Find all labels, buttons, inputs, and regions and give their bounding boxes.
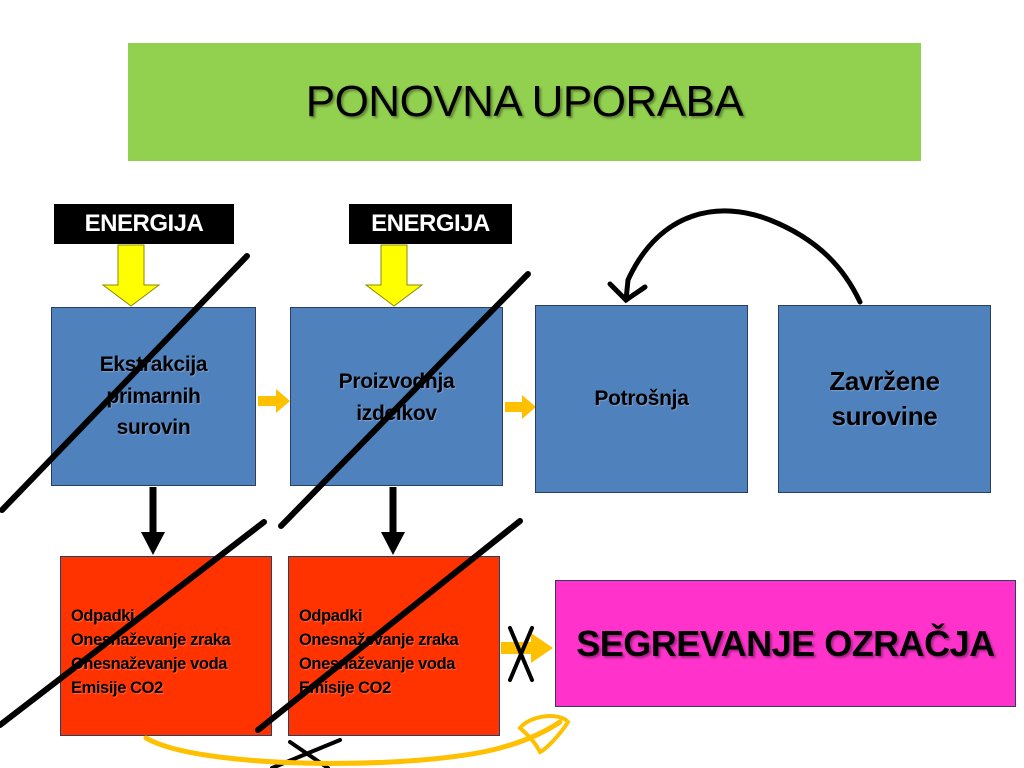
yellow-arrowhead bbox=[517, 714, 571, 755]
impact-item: Onesnaževanje voda bbox=[71, 654, 228, 673]
process-line: surovine bbox=[831, 401, 938, 432]
down-arrow-icon bbox=[364, 244, 424, 307]
cross-icon bbox=[508, 626, 534, 682]
impact-item: Onesnaževanje voda bbox=[299, 654, 456, 673]
process-line: primarnih bbox=[106, 384, 201, 408]
process-line: surovin bbox=[116, 416, 191, 440]
energy-label-text: ENERGIJA bbox=[84, 210, 204, 237]
process-line: Ekstrakcija bbox=[99, 353, 208, 377]
process-box-extraction: Ekstrakcija primarnih surovin bbox=[51, 307, 256, 486]
down-arrow-icon bbox=[381, 532, 405, 555]
curved-arrow-icon bbox=[623, 208, 863, 305]
process-line: Potrošnja bbox=[594, 387, 689, 411]
outcome-box: SEGREVANJE OZRAČJA bbox=[555, 580, 1016, 707]
impact-item: Onesnaževanje zraka bbox=[71, 630, 231, 649]
process-line: Zavržene bbox=[829, 366, 940, 396]
impact-item: Odpadki bbox=[299, 607, 363, 625]
impact-item: Odpadki bbox=[71, 607, 135, 625]
process-box-discarded: Zavržene surovine bbox=[778, 305, 991, 493]
title-banner: PONOVNA UPORABA bbox=[128, 43, 921, 161]
energy-label-2: ENERGIJA bbox=[349, 204, 512, 244]
energy-label-1: ENERGIJA bbox=[54, 204, 234, 244]
arrowhead bbox=[607, 281, 648, 304]
outcome-text: SEGREVANJE OZRAČJA bbox=[576, 622, 995, 664]
cross-icon bbox=[508, 626, 534, 682]
energy-label-text: ENERGIJA bbox=[371, 210, 490, 237]
process-box-consumption: Potrošnja bbox=[535, 305, 748, 493]
right-arrow-icon bbox=[501, 633, 553, 663]
right-arrow-icon bbox=[505, 395, 536, 419]
impact-item: Emisije CO2 bbox=[299, 678, 391, 697]
page-title: PONOVNA UPORABA bbox=[305, 77, 744, 126]
impact-box-1: Odpadki Onesnaževanje zraka Onesnaževanj… bbox=[60, 556, 272, 736]
impact-item: Emisije CO2 bbox=[71, 678, 163, 697]
impact-item: Onesnaževanje zraka bbox=[299, 630, 459, 649]
cross-icon bbox=[270, 738, 342, 768]
cross-icon bbox=[288, 740, 330, 768]
impact-box-2: Odpadki Onesnaževanje zraka Onesnaževanj… bbox=[288, 556, 500, 736]
down-arrow-icon bbox=[141, 532, 165, 555]
process-box-production: Proizvodnja izdelkov bbox=[290, 307, 503, 486]
process-line: Proizvodnja bbox=[338, 370, 455, 393]
process-line: izdelkov bbox=[356, 401, 437, 425]
right-arrow-icon bbox=[258, 389, 290, 413]
down-arrow-icon bbox=[101, 244, 161, 307]
